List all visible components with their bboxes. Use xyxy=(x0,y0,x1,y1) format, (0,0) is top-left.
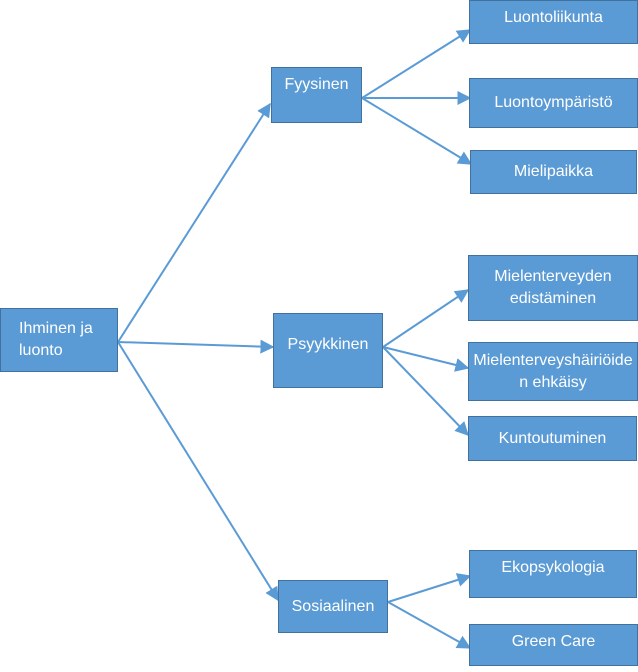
node-psyykkinen: Psyykkinen xyxy=(273,313,383,388)
arrow-sosiaalinen-to-ekopsykologia xyxy=(387,573,472,603)
arrow-root-to-sosiaalinen xyxy=(117,341,279,602)
node-luontoliikunta: Luontoliikunta xyxy=(469,0,638,44)
arrow-root-to-fyysinen xyxy=(117,102,271,343)
node-fyysinen: Fyysinen xyxy=(271,67,362,123)
node-mielipaikka: Mielipaikka xyxy=(470,150,637,194)
node-kuntoutuminen: Kuntoutuminen xyxy=(468,416,637,461)
arrow-root-to-psyykkinen xyxy=(117,339,275,354)
node-label: Fyysinen xyxy=(284,76,349,93)
arrow-psyykkinen-to-kuntoutuminen xyxy=(382,346,469,437)
node-label: Luontoympäristö xyxy=(494,94,613,111)
arrow-psyykkinen-to-mielenterveyshairioiden-ehkaisy xyxy=(382,346,470,372)
node-label: Kuntoutuminen xyxy=(498,429,607,447)
node-luontoymparisto: Luontoympäristö xyxy=(469,78,638,128)
node-label: Luontoliikunta xyxy=(504,9,603,26)
node-sosiaalinen: Sosiaalinen xyxy=(278,580,388,633)
node-label: Sosiaalinen xyxy=(291,597,375,615)
node-label: Mielenterveyden edistäminen xyxy=(494,268,612,307)
arrow-sosiaalinen-to-green-care xyxy=(387,601,472,649)
node-label: Ekopsykologia xyxy=(501,559,605,576)
node-green-care: Green Care xyxy=(469,624,638,666)
node-label: Ihminen ja luonto xyxy=(19,320,93,359)
node-label: Green Care xyxy=(511,633,596,650)
arrow-fyysinen-to-mielipaikka xyxy=(361,97,473,165)
node-mielenterveyden-edistaminen: Mielenterveyden edistäminen xyxy=(468,255,638,321)
arrow-psyykkinen-to-mielenterveyden-edistaminen xyxy=(382,289,470,348)
node-label: Mielenterveyshäiriöiden ehkäisy xyxy=(473,351,633,391)
node-label: Psyykkinen xyxy=(287,336,369,353)
node-ihminen-ja-luonto: Ihminen ja luonto xyxy=(0,308,118,372)
node-label: Mielipaikka xyxy=(513,163,594,180)
node-ekopsykologia: Ekopsykologia xyxy=(469,550,637,598)
arrow-fyysinen-to-luontoliikunta xyxy=(361,29,472,99)
node-mielenterveyshairioiden-ehkaisy: Mielenterveyshäiriöiden ehkäisy xyxy=(468,342,638,401)
